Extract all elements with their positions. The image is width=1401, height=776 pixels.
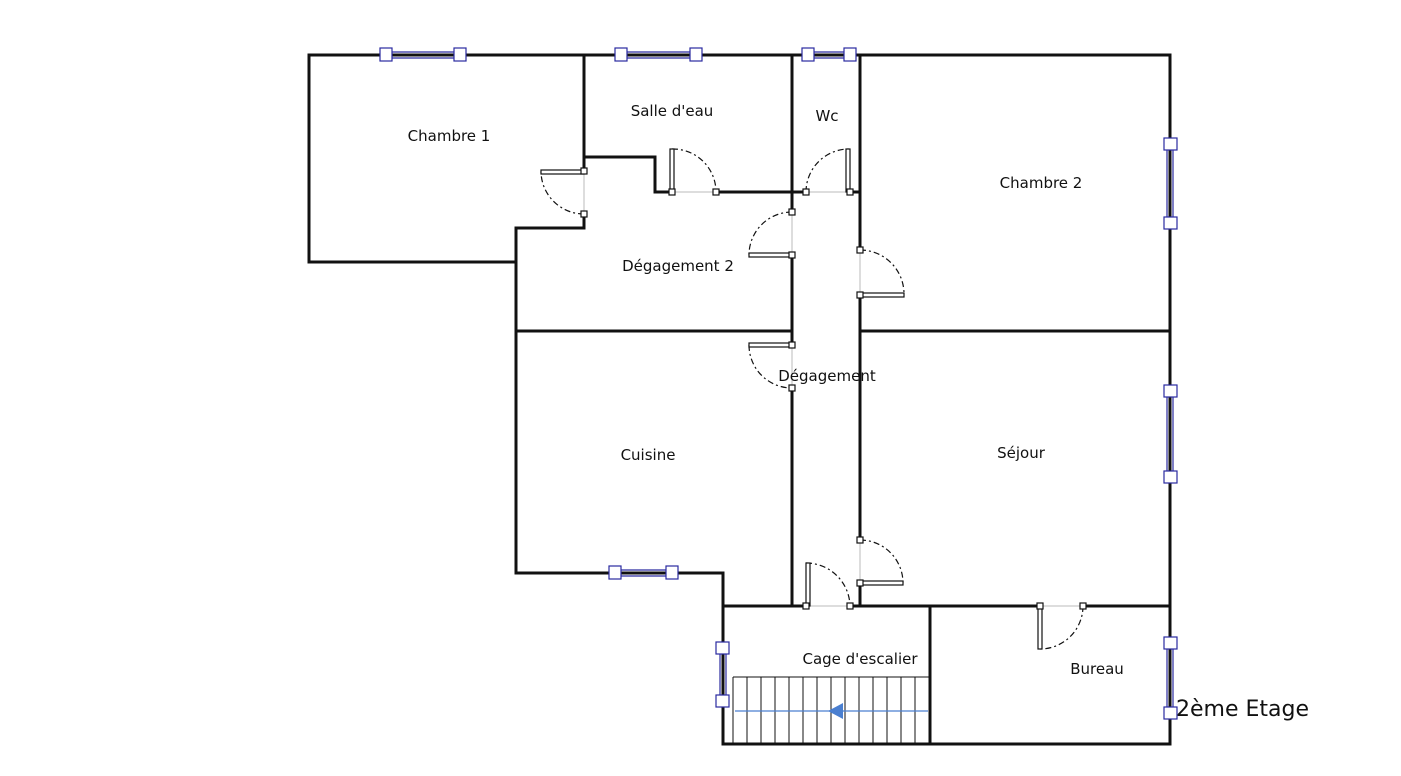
room-label-wc: Wc xyxy=(815,107,838,125)
level-label: 2ème Etage xyxy=(1176,697,1309,722)
window-chambre2 xyxy=(1163,137,1178,230)
door-sejour xyxy=(856,536,904,587)
room-label-cage: Cage d'escalier xyxy=(802,650,918,668)
wall-cuisine-bottom xyxy=(514,571,725,746)
window-wc xyxy=(801,47,857,62)
room-label-degagement: Dégagement xyxy=(778,367,876,385)
window-sejour xyxy=(1163,384,1178,484)
room-label-sejour: Séjour xyxy=(997,444,1046,462)
room-label-cuisine: Cuisine xyxy=(621,446,676,464)
wall-salle-eau-bottom xyxy=(582,155,674,194)
door-salle-eau xyxy=(668,148,720,196)
doors xyxy=(540,148,1087,650)
window-bureau xyxy=(1163,636,1178,720)
room-label-bureau: Bureau xyxy=(1070,660,1124,678)
room-label-chambre2: Chambre 2 xyxy=(1000,174,1083,192)
window-cuisine xyxy=(608,565,679,580)
wall-chambre1-step xyxy=(514,212,586,230)
window-salle-eau xyxy=(614,47,703,62)
door-chambre1 xyxy=(540,167,588,218)
window-cage xyxy=(715,641,730,708)
room-label-chambre1: Chambre 1 xyxy=(408,127,491,145)
staircase xyxy=(732,676,930,744)
windows xyxy=(379,47,1178,720)
door-cage xyxy=(802,562,854,610)
window-chambre1 xyxy=(379,47,467,62)
door-chambre2 xyxy=(856,246,905,299)
door-wc xyxy=(802,148,854,196)
stair-direction-arrow-icon xyxy=(828,703,843,719)
room-label-salle-eau: Salle d'eau xyxy=(631,102,714,120)
walls xyxy=(307,53,1172,746)
door-bureau xyxy=(1036,602,1087,650)
room-labels: Chambre 1 Salle d'eau Wc Chambre 2 Dégag… xyxy=(408,102,1309,722)
room-label-degagement2: Dégagement 2 xyxy=(622,257,734,275)
door-degagement2 xyxy=(748,208,796,259)
door-cuisine xyxy=(748,341,796,392)
